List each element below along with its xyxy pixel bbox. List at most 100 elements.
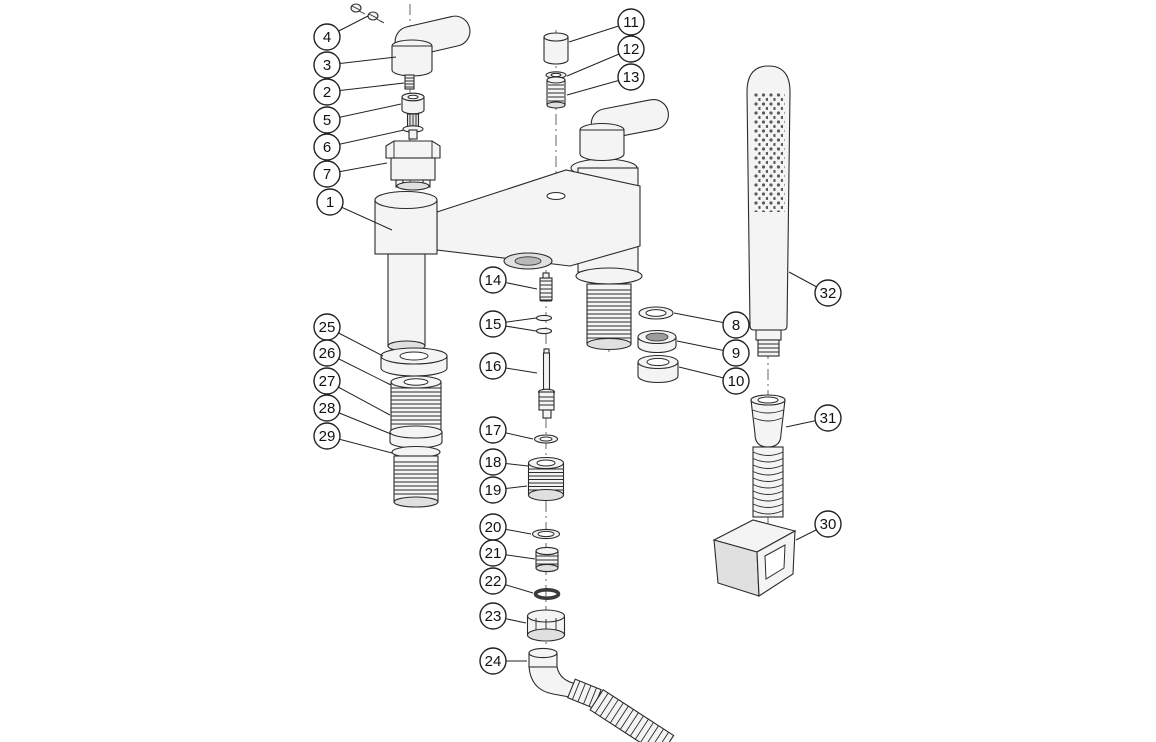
callout-label-31: 31 <box>820 410 837 427</box>
part-backnut-28 <box>389 425 443 449</box>
callout-label-8: 8 <box>732 317 740 334</box>
callout-label-14: 14 <box>485 272 502 289</box>
callout-9: 9 <box>676 339 750 367</box>
callout-circle-18 <box>479 448 507 476</box>
callout-circle-10 <box>722 367 750 395</box>
callout-label-5: 5 <box>323 112 331 129</box>
callout-label-3: 3 <box>323 57 331 74</box>
callout-label-29: 29 <box>319 428 336 445</box>
callout-19: 19 <box>479 476 528 504</box>
callout-circle-31 <box>814 404 842 432</box>
callout-circle-16 <box>479 352 507 380</box>
part-elbow-hose-24 <box>528 647 675 742</box>
part-spacer-collar <box>401 92 425 115</box>
callout-circle-28 <box>313 394 341 422</box>
callout-2: 2 <box>313 78 405 106</box>
callout-30: 30 <box>795 510 842 541</box>
part-nut-23 <box>526 609 566 642</box>
part-washers-15 <box>535 314 553 335</box>
callout-circle-19 <box>479 476 507 504</box>
callout-circle-8 <box>722 311 750 339</box>
callout-1: 1 <box>316 188 393 231</box>
callout-13: 13 <box>566 63 645 96</box>
callout-31: 31 <box>785 404 842 432</box>
part-threaded-tube-26-27 <box>390 375 442 431</box>
callout-circle-7 <box>313 160 341 188</box>
callout-circle-9 <box>722 339 750 367</box>
part-handle-right <box>579 99 669 162</box>
callout-label-12: 12 <box>623 41 640 58</box>
callout-label-11: 11 <box>623 14 639 31</box>
callout-12: 12 <box>566 35 645 77</box>
callout-26: 26 <box>313 339 392 386</box>
callout-label-13: 13 <box>623 69 640 86</box>
part-fixing-screws <box>350 3 385 24</box>
callout-circle-24 <box>479 647 507 675</box>
callout-label-16: 16 <box>485 358 502 375</box>
callout-label-15: 15 <box>485 316 502 333</box>
callout-label-2: 2 <box>323 84 331 101</box>
callout-label-26: 26 <box>319 345 336 362</box>
part-spline-stem <box>402 113 424 140</box>
callout-29: 29 <box>313 422 393 454</box>
callout-label-7: 7 <box>323 166 331 183</box>
part-washer-8 <box>638 306 674 320</box>
callout-22: 22 <box>479 567 534 595</box>
callout-label-28: 28 <box>319 400 336 417</box>
part-spout-insert <box>543 32 569 65</box>
callout-circle-32 <box>814 279 842 307</box>
callout-circle-1 <box>316 188 344 216</box>
part-o-ring-22 <box>533 587 561 600</box>
callout-6: 6 <box>313 129 405 161</box>
callout-15: 15 <box>479 310 537 338</box>
callout-14: 14 <box>479 266 538 294</box>
callout-label-6: 6 <box>323 139 331 156</box>
callout-label-30: 30 <box>820 516 837 533</box>
callout-circle-15 <box>479 310 507 338</box>
part-valve-stem-16 <box>537 348 556 419</box>
callout-circle-26 <box>313 339 341 367</box>
part-flange-25 <box>380 347 448 377</box>
callout-label-10: 10 <box>728 373 745 390</box>
callout-circle-23 <box>479 602 507 630</box>
part-cartridge <box>385 140 441 191</box>
callout-18: 18 <box>479 448 529 476</box>
callout-label-32: 32 <box>820 285 837 302</box>
part-hose-connector-31 <box>750 394 786 518</box>
callout-layer: 4325671111213891032313014151617181920212… <box>313 8 842 675</box>
callout-label-27: 27 <box>319 373 336 390</box>
callout-label-24: 24 <box>485 653 502 670</box>
callout-25: 25 <box>313 313 384 357</box>
part-spring-14 <box>539 272 553 302</box>
callout-label-23: 23 <box>485 608 502 625</box>
callout-21: 21 <box>479 539 536 567</box>
part-threaded-bush-18-19 <box>527 456 565 502</box>
part-nut-10 <box>637 354 679 384</box>
callout-circle-21 <box>479 539 507 567</box>
callout-circle-17 <box>479 416 507 444</box>
callout-circle-2 <box>313 78 341 106</box>
callout-17: 17 <box>479 416 534 444</box>
callout-28: 28 <box>313 394 392 435</box>
callout-label-20: 20 <box>485 519 502 536</box>
callout-24: 24 <box>479 647 527 675</box>
part-washer-tail-29 <box>391 445 441 508</box>
part-insert-21 <box>535 546 559 573</box>
callout-label-19: 19 <box>485 482 502 499</box>
callout-label-25: 25 <box>319 319 336 336</box>
callout-20: 20 <box>479 513 532 541</box>
part-threaded-adapter-13 <box>546 76 566 109</box>
callout-11: 11 <box>568 8 645 43</box>
callout-label-22: 22 <box>485 573 502 590</box>
callout-circle-5 <box>313 106 341 134</box>
callout-23: 23 <box>479 602 527 630</box>
callout-circle-4 <box>313 23 341 51</box>
callout-label-9: 9 <box>732 345 740 362</box>
part-wall-bracket-30 <box>712 519 797 597</box>
callout-5: 5 <box>313 103 402 134</box>
callout-circle-11 <box>617 8 645 36</box>
part-ring-20 <box>531 528 561 540</box>
callout-16: 16 <box>479 352 538 380</box>
